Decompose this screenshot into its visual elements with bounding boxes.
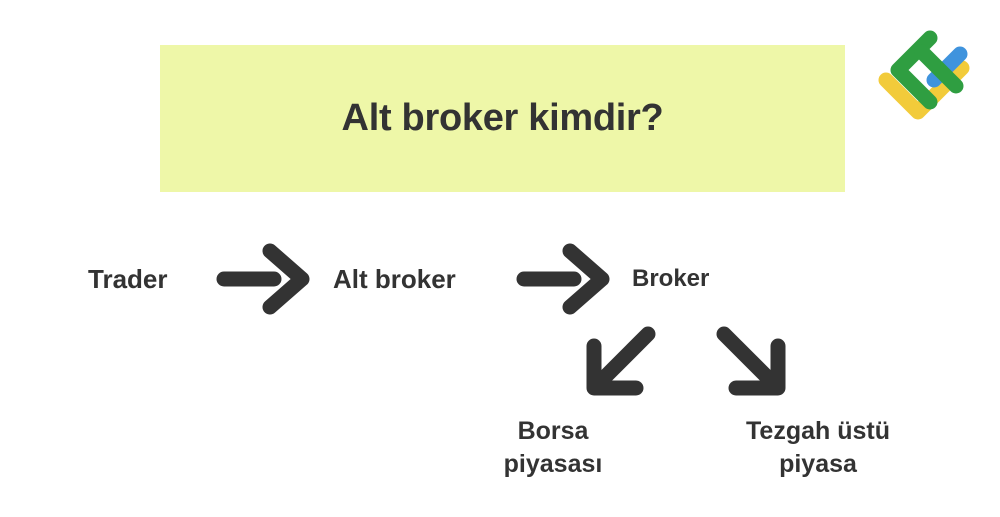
flow-leaf-tezgah-ustu-piyasa: Tezgah üstü piyasa — [703, 415, 933, 481]
arrow-right-icon — [516, 243, 612, 315]
page-title: Alt broker kimdir? — [341, 97, 664, 139]
title-banner: Alt broker kimdir? — [160, 45, 845, 192]
flow-leaf-borsa-piyasasi: Borsa piyasası — [453, 415, 653, 481]
brand-logo — [878, 28, 970, 120]
logo-green-mark — [890, 30, 964, 110]
flow-node-broker: Broker — [632, 265, 710, 292]
flow-leaf-borsa-line1: Borsa — [517, 417, 589, 445]
flow-leaf-tezgah-line1: Tezgah üstü — [746, 417, 890, 445]
arrow-right-icon — [216, 243, 312, 315]
flow-node-trader: Trader — [88, 264, 168, 294]
flow-node-alt-broker: Alt broker — [333, 264, 456, 294]
arrow-down-left-icon — [580, 322, 660, 402]
flow-leaf-tezgah-line2: piyasa — [779, 450, 857, 478]
arrow-down-right-icon — [712, 322, 792, 402]
flow-leaf-borsa-line2: piyasası — [503, 450, 603, 478]
